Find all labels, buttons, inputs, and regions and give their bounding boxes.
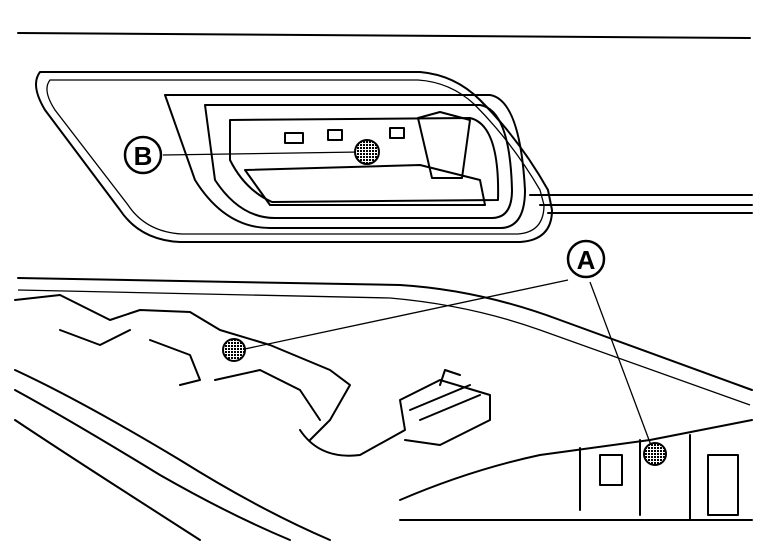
screw-a-2	[643, 442, 667, 466]
top-border-line	[17, 32, 751, 39]
door-panel-lower	[14, 277, 753, 541]
callout-a-label: A	[577, 245, 596, 275]
callout-a: A	[566, 239, 606, 279]
screw-a-1	[222, 338, 246, 362]
leader-lines	[162, 151, 653, 449]
callout-b-label: B	[134, 141, 153, 171]
inside-handle-detail	[35, 71, 753, 243]
callout-b: B	[123, 135, 163, 175]
screw-b	[354, 139, 380, 165]
